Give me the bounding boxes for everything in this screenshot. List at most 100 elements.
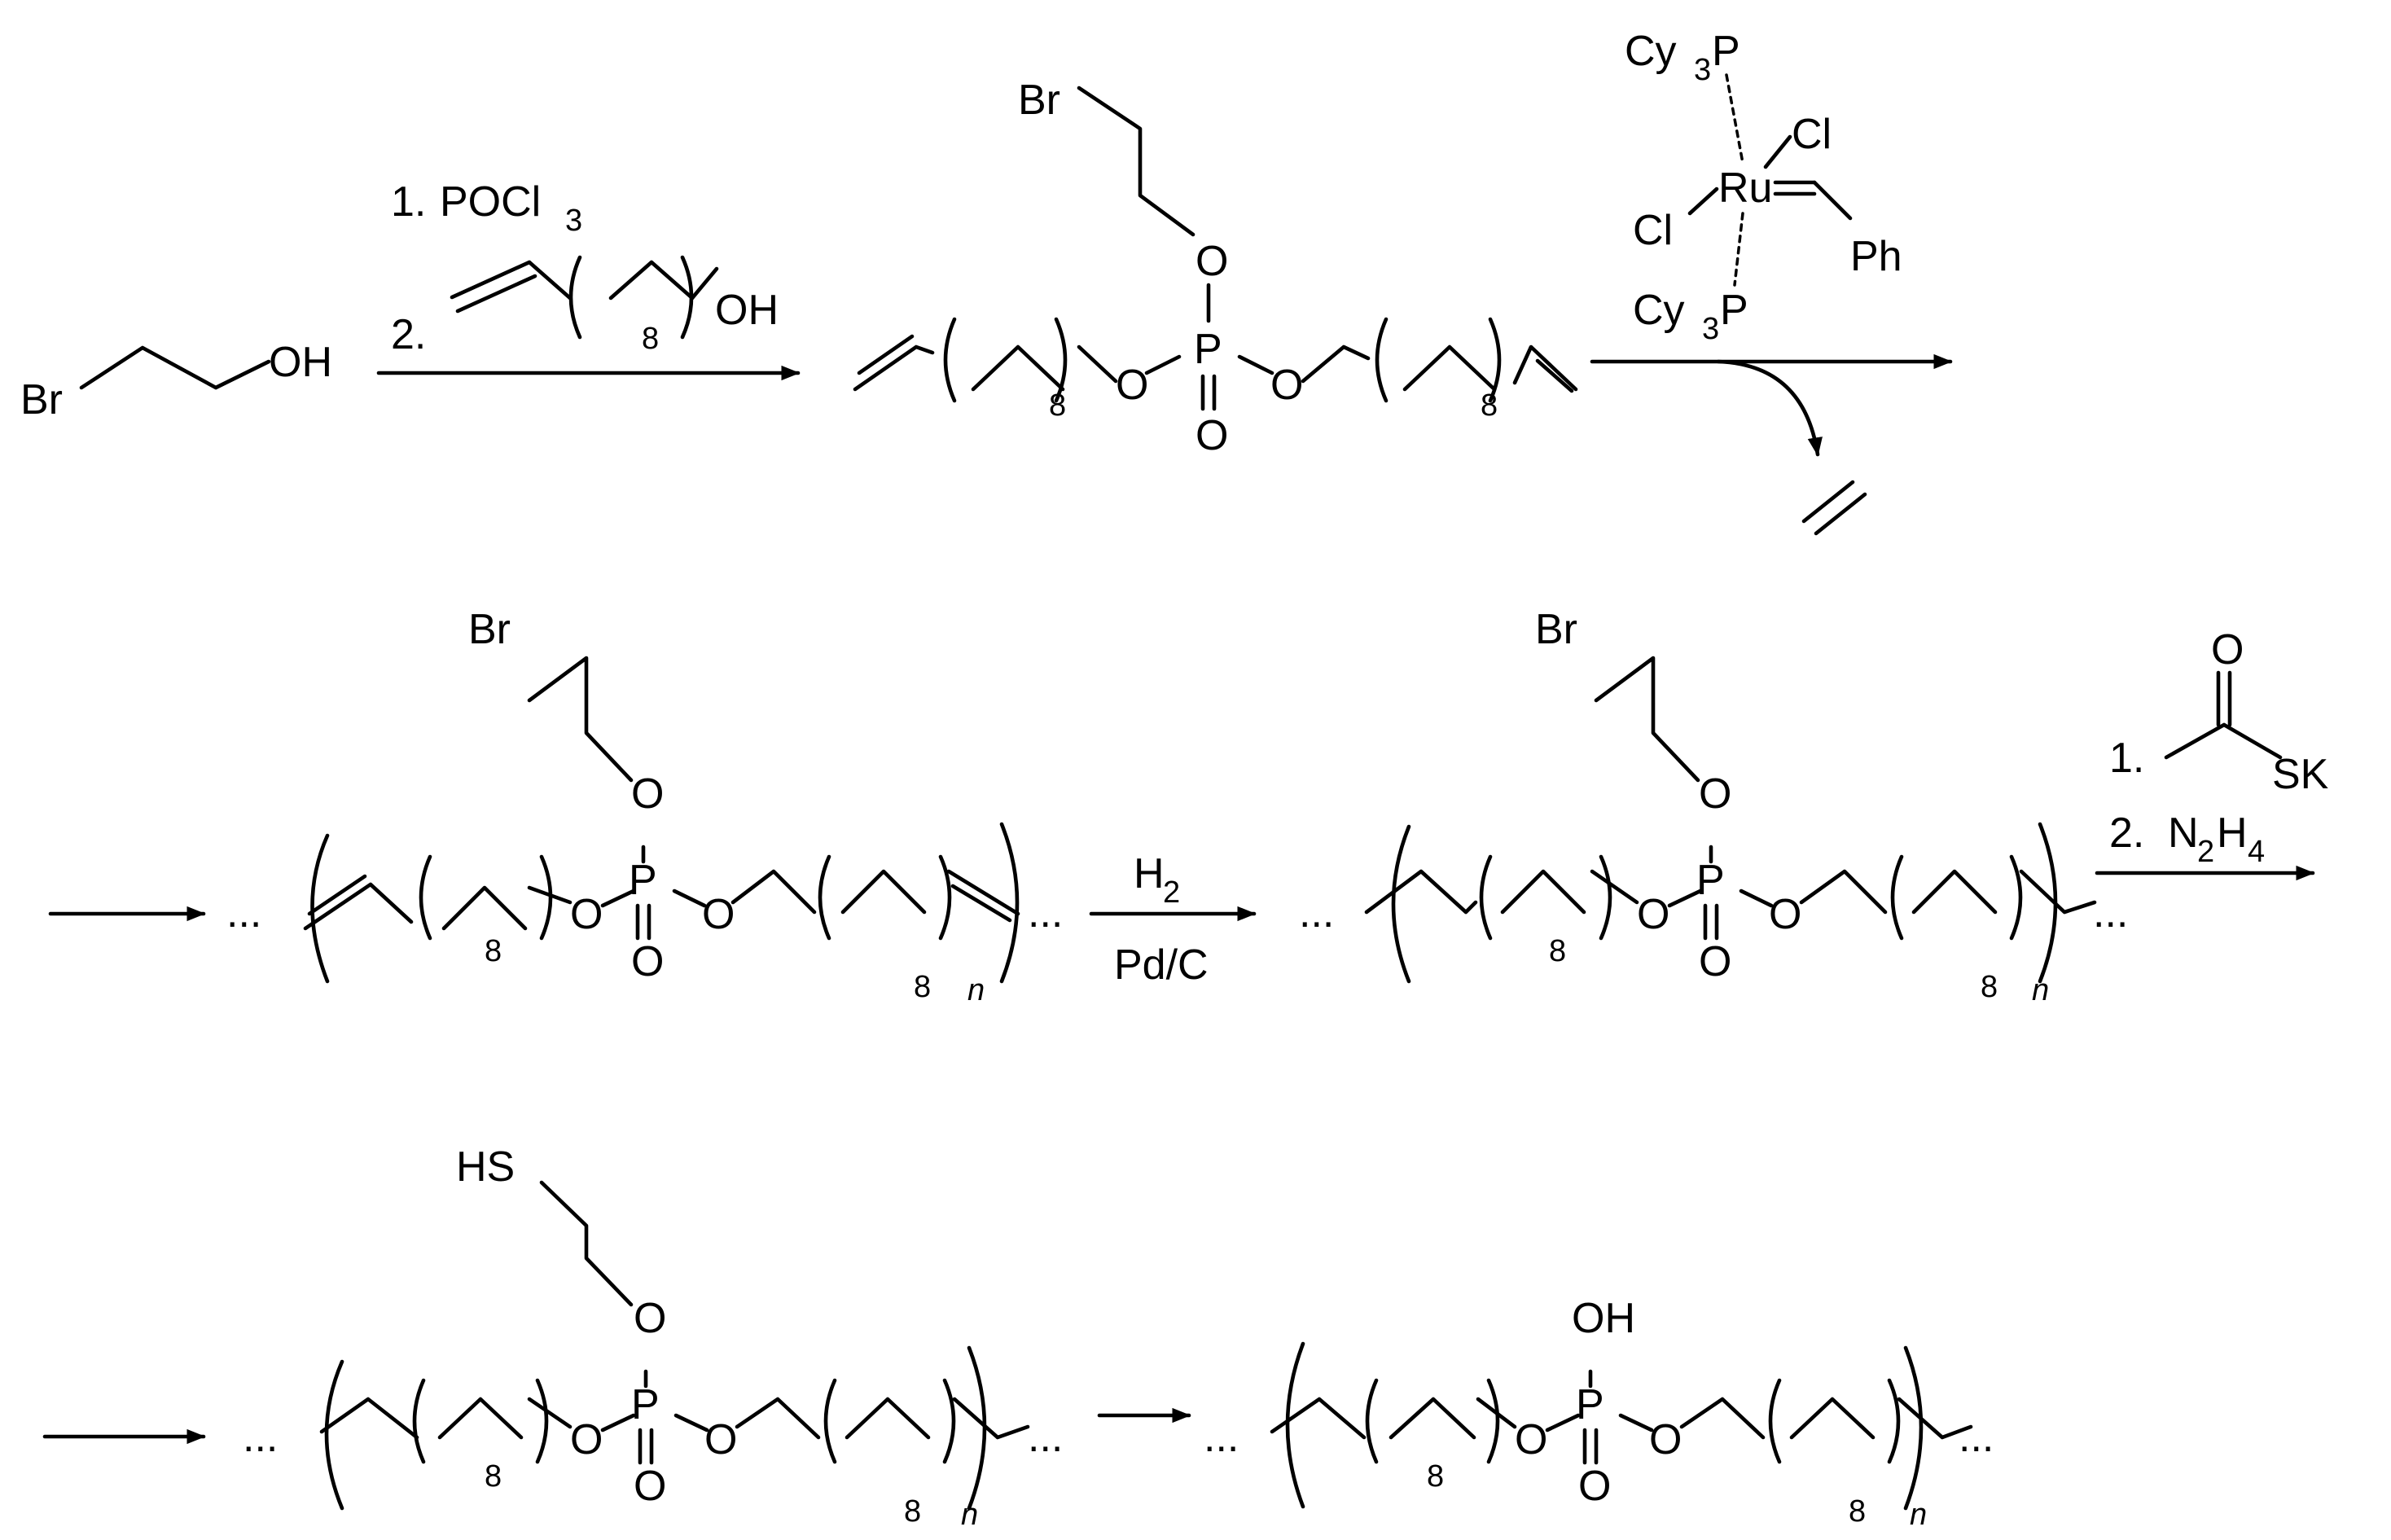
- thiol-p-o-right: [673, 1413, 709, 1433]
- thiol-right-bracket-open: [823, 1378, 837, 1464]
- acid-chain-end-dots-right: ...: [1959, 1414, 1994, 1461]
- br-label-monomer: Br: [1018, 77, 1060, 124]
- br-label-row2: Br: [468, 606, 511, 653]
- carbene-ph-bond: [1812, 180, 1853, 221]
- phosphorus-row2: P: [629, 857, 657, 904]
- reagents-step-1: 1. POCl 3 2. 8 OH: [376, 178, 801, 381]
- acid-ester-o-right: O: [1649, 1416, 1682, 1463]
- repeat-bracket-right: [680, 255, 694, 340]
- polymer-paren-open: [310, 833, 330, 984]
- acid-right-bracket-close: [1887, 1378, 1901, 1464]
- left-chain-repeat-bonds: [971, 344, 1065, 392]
- br-label: Br: [20, 376, 63, 423]
- left-repeat-count: 8: [1049, 388, 1066, 423]
- potassium-thioacetate-sk: SK: [2272, 751, 2329, 798]
- phosphorus-label: P: [1194, 326, 1222, 373]
- sat-right-bracket-close: [2009, 854, 2023, 941]
- degree-of-polymerization-n: n: [967, 973, 985, 1007]
- thiol-o-p-left: [600, 1413, 636, 1433]
- cy3p-top-p: P: [1712, 28, 1740, 75]
- chain-end-dots-left-sat: ...: [1299, 889, 1334, 937]
- thiol-phosphoryl-o: O: [634, 1463, 666, 1510]
- ethylene-bond-b: [1814, 492, 1867, 536]
- ru-p-dashed-bond-top: [1725, 73, 1744, 165]
- left-bracket-open: [943, 317, 957, 403]
- sat-left-bracket-open: [1479, 854, 1493, 941]
- acid-phosphoryl-o: O: [1578, 1463, 1611, 1510]
- acid-chain-left-start: [1270, 1397, 1367, 1440]
- hydrogen-h: H: [1134, 850, 1165, 897]
- undecenol-oh-label: OH: [715, 287, 779, 334]
- thiol-left-bracket-close: [535, 1378, 549, 1464]
- right-chain-end-row2: [946, 869, 1020, 916]
- chloride-top: Cl: [1792, 111, 1832, 158]
- thiol-right-chain-start: [735, 1397, 821, 1440]
- sat-phosphoryl-o: O: [1699, 938, 1731, 985]
- left-chain-vinyl-bonds: [853, 344, 935, 392]
- thioacetate-c-s-bond: [2222, 722, 2283, 760]
- ethylene-bond-a: [1801, 480, 1855, 524]
- right-repeat-count-row2: 8: [914, 970, 931, 1004]
- hs-label: HS: [456, 1143, 515, 1191]
- hydrazine-sub-2: 2: [2197, 835, 2214, 869]
- mercaptoethyl-arm: [539, 1180, 634, 1307]
- sat-right-chain-end: [2019, 869, 2097, 915]
- ru-cl-bond-top: [1763, 134, 1792, 169]
- sat-o-p-left: [1667, 888, 1703, 908]
- left-repeat-count-row2: 8: [485, 934, 502, 968]
- thioacetate-carbonyl-o: O: [2211, 626, 2244, 673]
- repeat-bracket-left: [568, 255, 582, 340]
- ester-o-right-row2: O: [702, 891, 735, 938]
- acid-o-p-left: [1545, 1413, 1581, 1433]
- sat-right-bracket-open: [1890, 854, 1904, 941]
- right-chain-start-row2: [730, 869, 817, 915]
- sat-left-bracket-close: [1599, 854, 1612, 941]
- sat-left-repeat-bonds: [1500, 869, 1586, 915]
- left-vinyl-double-bond: [857, 334, 915, 375]
- cy3p-bottom-p: P: [1720, 287, 1748, 334]
- bromoethanol-bonds: [79, 345, 271, 390]
- thiol-chain-end-dots-right: ...: [1028, 1414, 1063, 1461]
- acid-oh-label: OH: [1572, 1295, 1635, 1342]
- left-bracket-close: [1054, 317, 1068, 403]
- acid-phosphorus: P: [1576, 1381, 1604, 1428]
- cy3p-top-sub: 3: [1694, 53, 1711, 87]
- polymer-left-double-bond: [307, 874, 367, 916]
- acid-right-repeat-count: 8: [1849, 1494, 1866, 1529]
- step-1-number-thio: 1.: [2109, 735, 2144, 782]
- thiol-paren-close: [967, 1345, 987, 1511]
- left-repeat-bracket-close: [539, 854, 553, 941]
- right-bracket-close: [1488, 317, 1502, 403]
- hydrogenation-step: H 2 Pd/C: [1089, 850, 1257, 989]
- sat-chain-left-start: [1364, 869, 1478, 915]
- acid-right-repeat-bonds: [1789, 1397, 1876, 1440]
- phenyl-label: Ph: [1850, 233, 1902, 280]
- chain-end-dots-right: ...: [1028, 889, 1063, 937]
- thiol-chain-end-dots-left: ...: [243, 1414, 278, 1461]
- phosphoryl-o: O: [1196, 412, 1228, 459]
- thiol-left-bracket-open: [412, 1378, 426, 1464]
- right-repeat-bracket-close: [938, 854, 952, 941]
- undecenol-double-bond: [455, 274, 537, 314]
- o-p-left-row2: [600, 888, 636, 908]
- thiol-left-repeat-bonds: [437, 1397, 524, 1440]
- hydrogen-subscript: 2: [1163, 875, 1180, 910]
- acid-left-repeat-bonds: [1389, 1397, 1476, 1440]
- thiol-right-repeat-bonds: [845, 1397, 931, 1440]
- p-o-right-row2: [672, 888, 707, 908]
- chain-end-dots-left: ...: [226, 889, 261, 937]
- left-chain-to-o: [1077, 344, 1118, 384]
- thioacetate-methyl-bond: [2164, 722, 2226, 760]
- p-o-bond-left: [1144, 354, 1182, 375]
- step-2-number-thio: 2.: [2109, 809, 2144, 857]
- bromoethyl-arm-bonds: [1077, 86, 1196, 237]
- thiol-paren-open: [324, 1359, 344, 1511]
- p-o-bond-right: [1237, 354, 1274, 375]
- sat-ester-o-top: O: [1699, 770, 1731, 818]
- acid-left-to-o: [1476, 1397, 1517, 1429]
- ester-o-right: O: [1270, 362, 1303, 409]
- sat-paren-close: [2038, 822, 2058, 984]
- sat-p-o-right: [1739, 888, 1774, 908]
- acid-p-o-right: [1618, 1413, 1654, 1433]
